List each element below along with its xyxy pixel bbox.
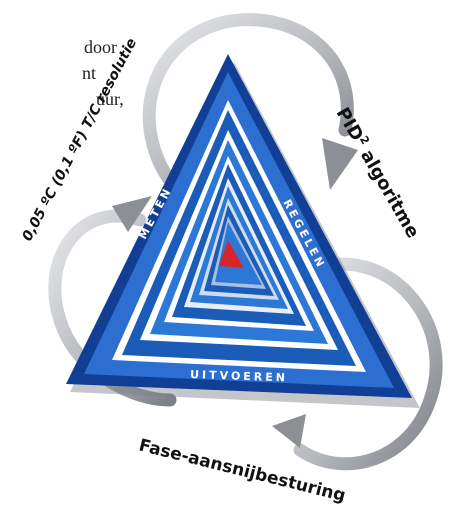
label-pid-rest: algoritme	[353, 141, 423, 242]
top-loop-arrowhead	[322, 138, 358, 190]
label-pid-algoritme: PID2 algoritme	[332, 104, 425, 242]
right-loop-arrowhead	[272, 414, 306, 448]
nested-triangle	[66, 54, 420, 408]
label-fase-aansnijbesturing: Fase-aansnijbesturing	[137, 435, 348, 506]
